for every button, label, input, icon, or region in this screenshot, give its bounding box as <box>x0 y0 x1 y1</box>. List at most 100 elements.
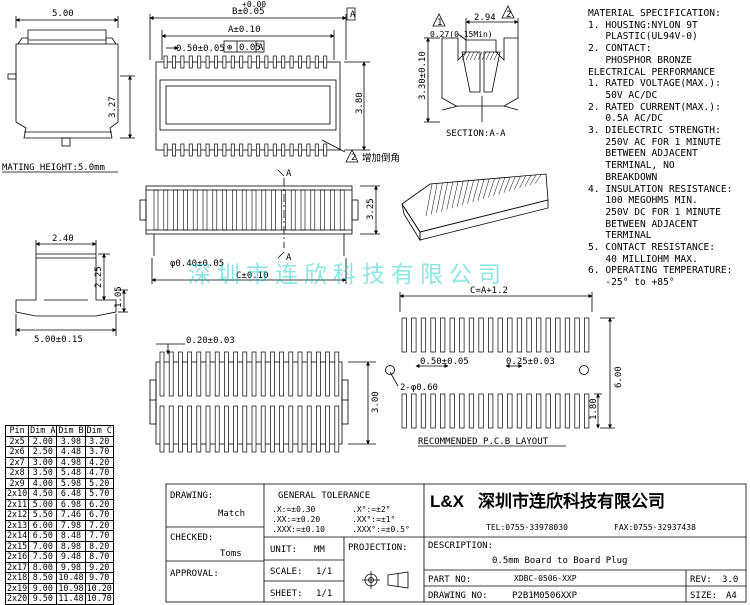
section-min-dim: 0.27(0.15Min) <box>430 30 493 39</box>
pin-table-cell: 9.00 <box>28 582 58 594</box>
front-contact <box>330 189 335 231</box>
pin-table-cell: 7.46 <box>56 509 86 521</box>
pin-table-cell: 5.98 <box>56 477 86 489</box>
pcb-pads <box>401 317 590 429</box>
scale-label: SCALE: <box>270 567 303 577</box>
pin-table-cell: 7.70 <box>84 530 114 542</box>
pin-table-cell: 2x15 <box>4 540 30 552</box>
pcb-pad <box>516 317 523 353</box>
pin-table-cell: 7.00 <box>28 540 58 552</box>
pcb-pad <box>401 317 407 353</box>
front-contact <box>163 189 169 231</box>
pin-table-header: Dim A <box>28 425 58 437</box>
pcb-pad <box>555 393 561 429</box>
top-pin <box>323 55 328 69</box>
top-pin <box>298 55 302 69</box>
pcb-pad <box>468 393 475 429</box>
bottom-pin <box>260 405 266 453</box>
front-contact <box>261 189 267 231</box>
flag-2-icon <box>501 5 515 19</box>
flag-1-label: 1 <box>437 18 442 28</box>
pcb-pad <box>574 393 580 429</box>
front-contact <box>222 189 227 231</box>
rev-label: REV: <box>690 575 712 585</box>
pin-table-cell: 2x6 <box>4 446 30 458</box>
pin-table-cell: 4.00 <box>28 477 58 489</box>
spec-line: 4. INSULATION RESISTANCE: <box>588 183 733 195</box>
projection-label: PROJECTION: <box>348 543 408 553</box>
pin-table-cell: 2x7 <box>4 456 30 468</box>
size-label: SIZE: <box>690 591 717 601</box>
unit-label: UNIT: <box>270 545 297 555</box>
iso-contact <box>425 183 433 217</box>
pin-table-cell: 2x11 <box>4 498 30 510</box>
pcb-pad <box>440 393 446 429</box>
checked-label: CHECKED: <box>170 533 213 543</box>
bottom-pin <box>205 351 211 397</box>
pin-table-cell: 6.50 <box>28 530 58 542</box>
chamfer-note: 增加倒角 <box>362 152 400 164</box>
pcb-pad <box>468 317 475 353</box>
company-fax: FAX:0755-32937438 <box>614 523 696 532</box>
pin-table-cell: 10.98 <box>56 582 86 594</box>
spec-line: -25° to +85° <box>588 277 675 289</box>
spec-line: ELECTRICAL PERFORMANCE <box>588 66 716 78</box>
pcb-pitch-dim: 0.50±0.05 <box>420 357 469 367</box>
spec-line: 50V AC/DC <box>588 89 658 101</box>
iso-contact <box>477 179 485 201</box>
bottom-pin <box>279 351 284 397</box>
tol-2: .XX:=±0.20 <box>272 515 320 524</box>
front-contact <box>153 189 159 231</box>
section-mark-bottom: A <box>286 253 292 263</box>
isometric-view <box>401 173 549 242</box>
pin-table-cell: 7.98 <box>56 519 86 531</box>
bottom-pin <box>178 405 183 453</box>
pin-table-cell: 8.98 <box>56 540 86 552</box>
part-no-value: XDBC-0506-XXP <box>514 574 577 583</box>
bottom-pin <box>316 351 321 397</box>
spec-line: MATERIAL SPECIFICATION: <box>588 8 721 19</box>
description-label: DESCRIPTION: <box>428 541 493 551</box>
end-base-dim: 5.00±0.15 <box>34 335 83 345</box>
scale-value: 1/1 <box>316 567 332 577</box>
bottom-pin <box>196 351 202 397</box>
bottom-pin <box>168 405 174 453</box>
pcb-pad <box>584 317 590 353</box>
pcb-pad <box>584 393 590 429</box>
pin-table-cell: 2x19 <box>4 582 30 594</box>
tolerance-title: GENERAL TOLERANCE <box>278 491 370 501</box>
top-pin <box>214 143 218 157</box>
section-hatch <box>461 51 467 61</box>
bottom-pin <box>159 351 165 397</box>
section-hatch <box>473 51 479 61</box>
pcb-pad <box>507 393 513 429</box>
front-contact <box>251 189 257 231</box>
bottom-pin <box>251 351 257 397</box>
pcb-pad <box>564 393 571 429</box>
pos-tol-symbol: ⊕ <box>227 43 232 53</box>
bottom-pin <box>334 351 340 397</box>
pin-table-cell: 6.20 <box>84 498 114 510</box>
sheet-label: SHEET: <box>270 589 303 599</box>
top-pos-ref: A <box>258 43 264 53</box>
top-pin <box>247 55 252 69</box>
bottom-pin <box>251 405 257 453</box>
end-width-dim: 2.40 <box>52 234 74 244</box>
front-contact <box>290 189 296 231</box>
pin-table-cell: 8.50 <box>28 572 58 584</box>
bottom-pin <box>224 351 229 397</box>
top-pin <box>289 55 294 69</box>
pin-table-cell: 7.50 <box>28 551 58 563</box>
part-no-label: PART NO: <box>428 575 471 585</box>
bottom-pin <box>325 405 330 453</box>
top-pin <box>247 143 252 157</box>
pcb-pad <box>488 317 494 353</box>
pcb-height-dim: 6.00 <box>614 366 624 388</box>
top-pitch-dim: 0.50±0.05 <box>176 44 225 54</box>
section-label: SECTION:A-A <box>446 129 506 139</box>
